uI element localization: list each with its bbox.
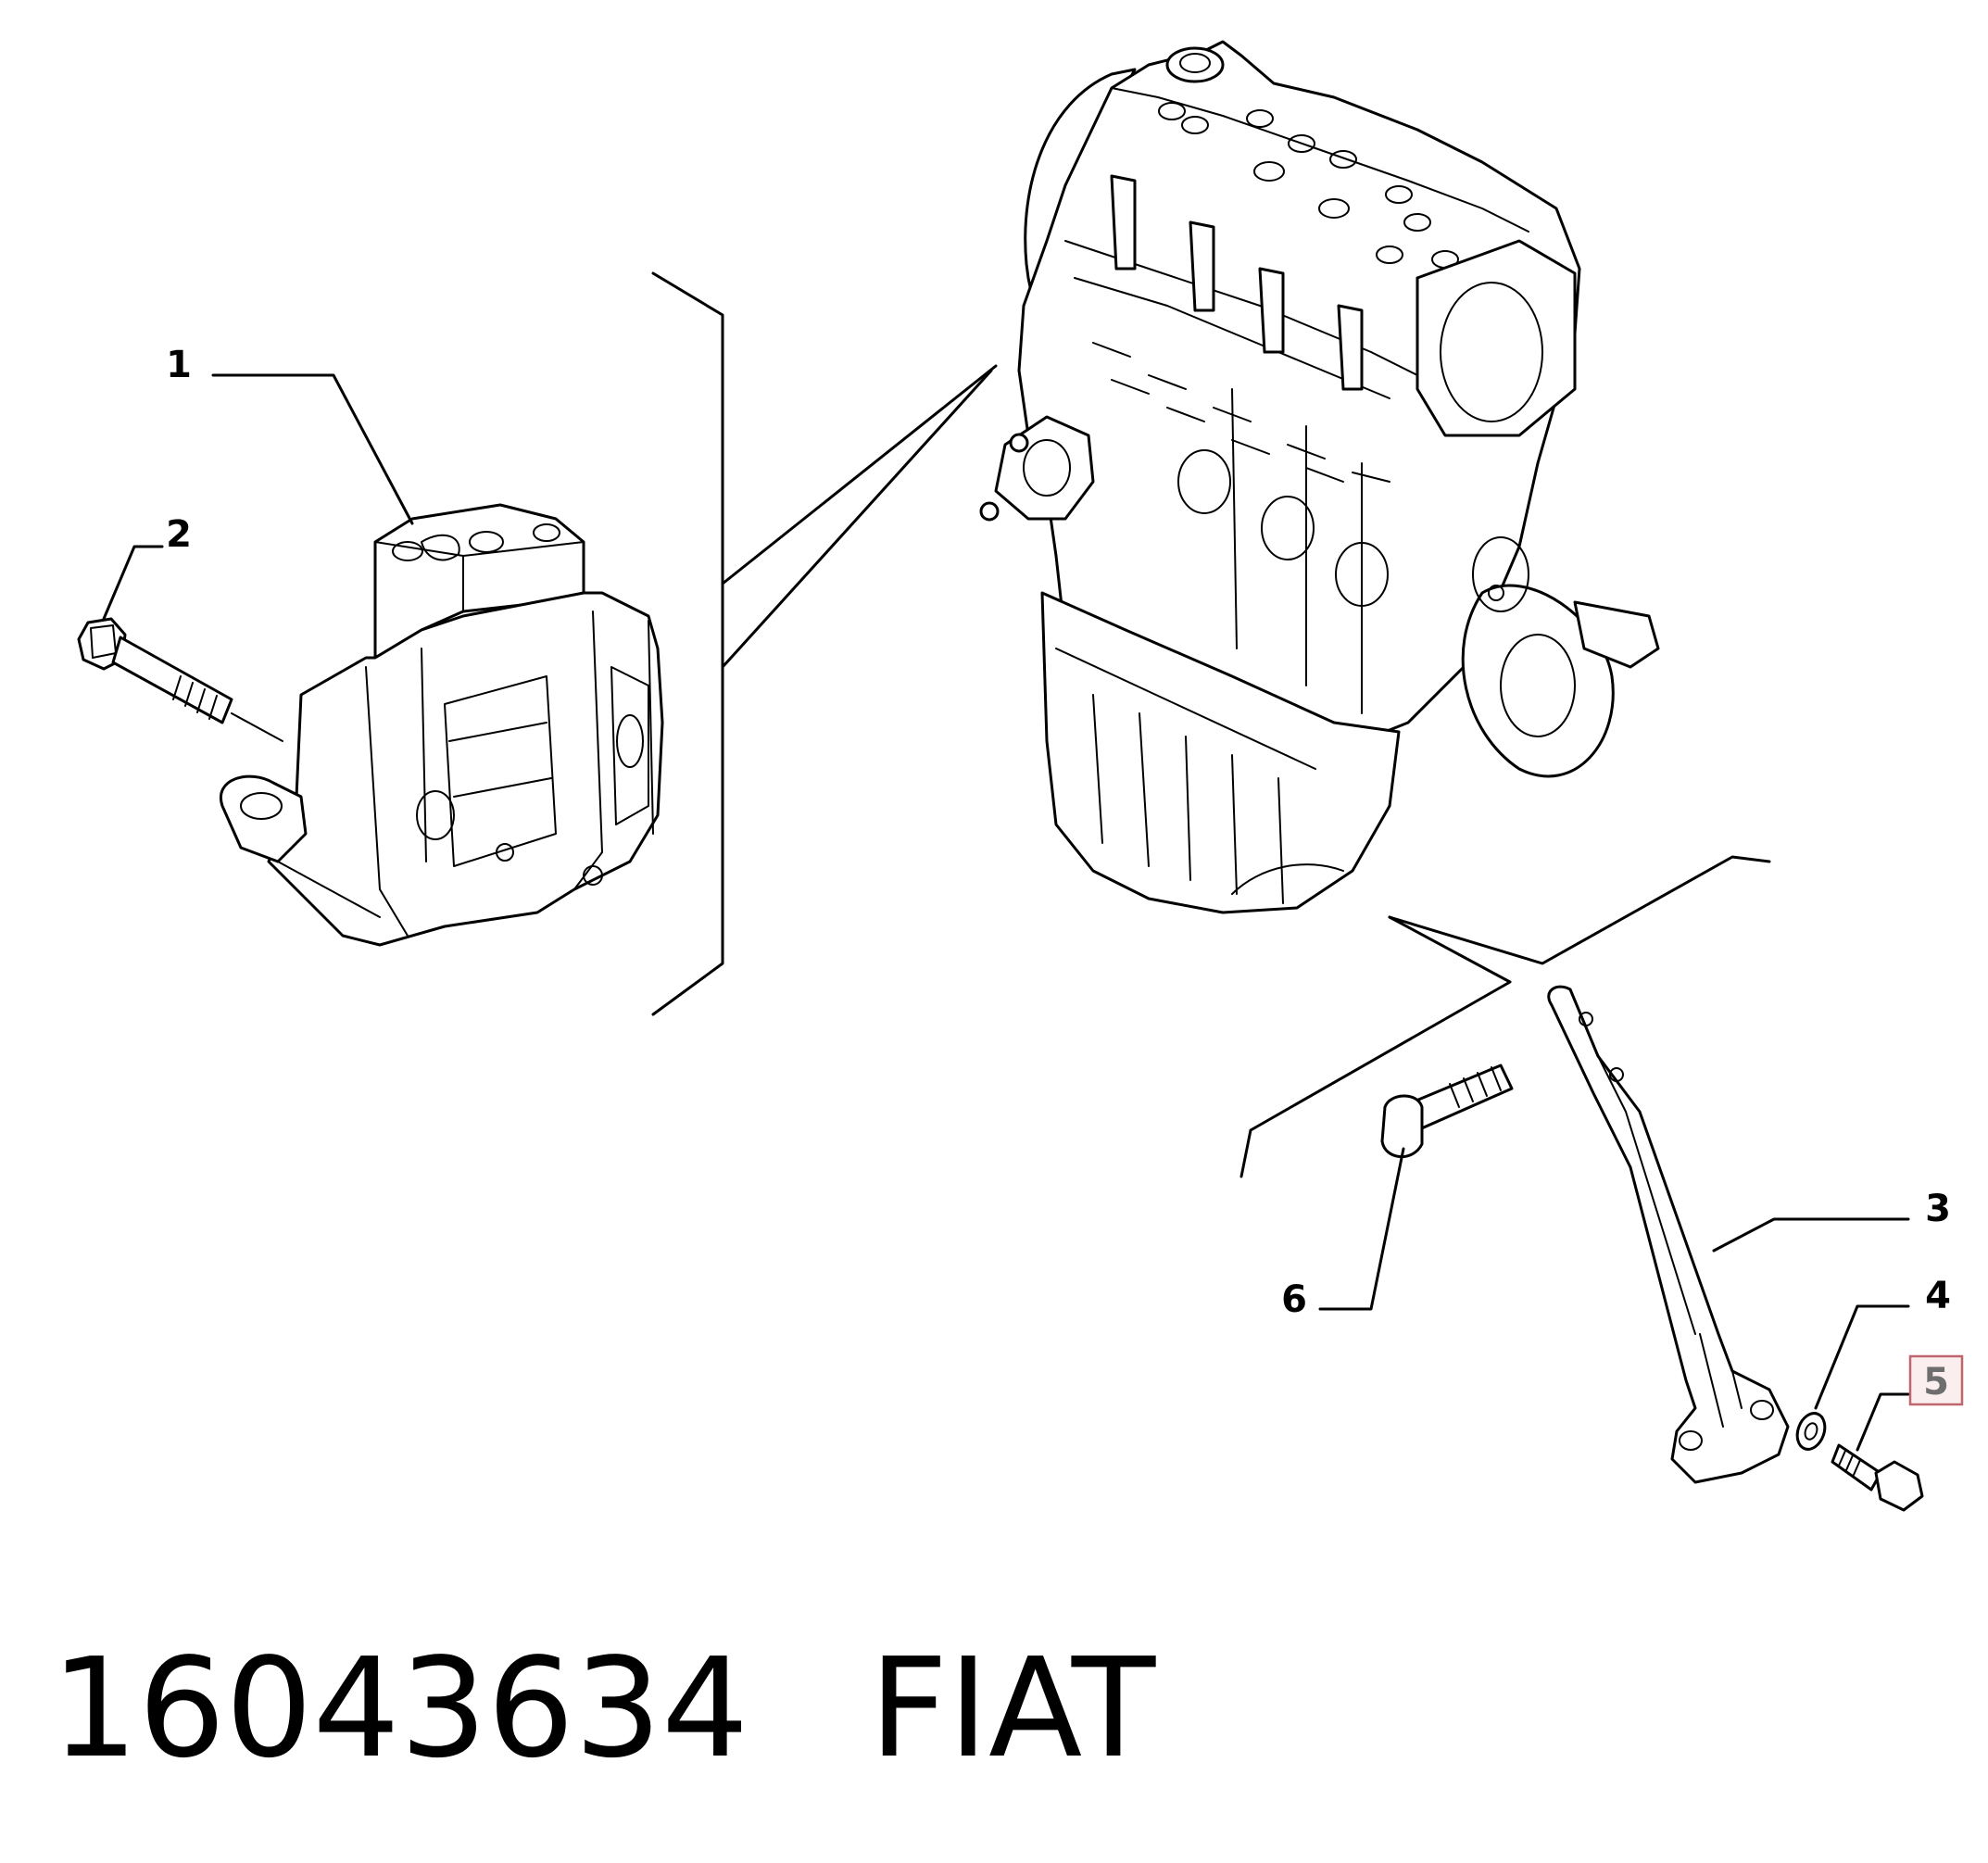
- bolt-part-6: [1380, 1064, 1514, 1159]
- leader-lines: [102, 373, 1910, 1452]
- callout-4: 4: [1925, 1275, 1951, 1317]
- bolt-part-2: [77, 617, 283, 742]
- brand-name: FIAT: [869, 1629, 1156, 1788]
- callout-1: 1: [166, 344, 192, 386]
- engine-mount-part-1: [219, 503, 664, 947]
- part-number: 16043634: [51, 1629, 749, 1788]
- torque-rod-part-3: [1547, 985, 1790, 1484]
- group-bracket-right: [1239, 855, 1771, 1178]
- callout-2: 2: [166, 513, 192, 556]
- callouts: 1 2 3 4 5 6: [166, 344, 1964, 1406]
- bolt-part-5: [1831, 1443, 1924, 1512]
- timing-cover: [1416, 239, 1660, 778]
- spark-plug-tubes: [1110, 174, 1364, 391]
- callout-5-highlight: [1908, 1354, 1964, 1406]
- callout-6: 6: [1281, 1278, 1307, 1321]
- callout-3: 3: [1925, 1188, 1951, 1230]
- engine-block: [979, 40, 1660, 914]
- callout-5: 5: [1923, 1361, 1949, 1404]
- washer-part-4: [1795, 1412, 1827, 1451]
- group-bracket-left: [651, 271, 998, 1016]
